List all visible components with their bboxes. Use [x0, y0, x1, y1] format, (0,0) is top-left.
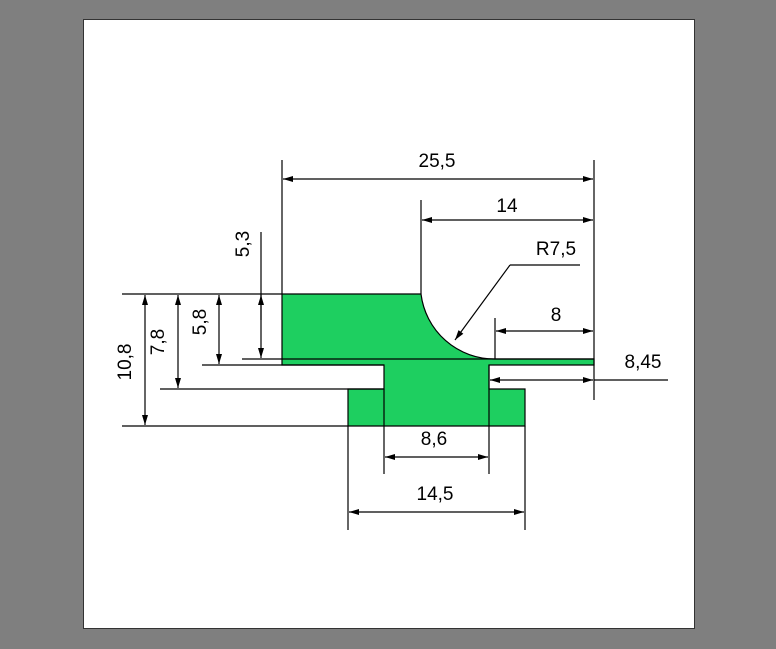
dim-total-height: 10,8	[115, 344, 136, 381]
dim-slot-top: 5,8	[190, 309, 211, 335]
dim-strip-length: 8	[551, 305, 562, 326]
dim-radius: R7,5	[536, 239, 576, 260]
dimension-labels: 25,5 14 R7,5 8 8,45 8,6 14,5 10,8 7,8 5,…	[115, 151, 661, 505]
dim-lower-strip: 8,45	[625, 352, 662, 373]
dim-slot-bottom: 7,8	[148, 329, 169, 355]
extension-lines	[122, 160, 668, 530]
dimension-lines	[142, 176, 593, 515]
dim-base-width: 14,5	[417, 484, 454, 505]
dim-top-flat: 14	[496, 196, 518, 217]
profile-shape	[281, 293, 595, 427]
dim-overall-width: 25,5	[419, 151, 456, 172]
dim-neck-width: 8,6	[421, 429, 447, 450]
dim-top-thickness: 5,3	[233, 231, 254, 257]
